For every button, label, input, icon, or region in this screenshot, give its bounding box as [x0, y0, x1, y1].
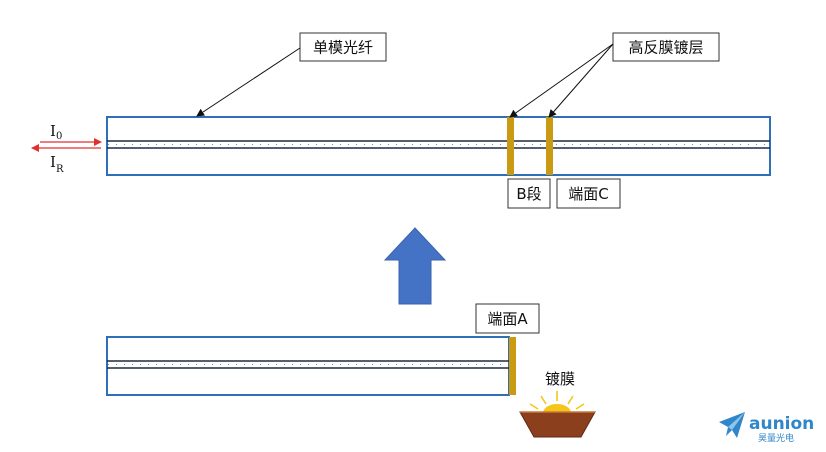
bottom-fiber-cladding: [106, 336, 510, 396]
segment-b-box: [507, 178, 551, 209]
crucible-icon: [519, 411, 596, 438]
i0-base: I: [50, 122, 56, 140]
fiber-label-box: [299, 32, 387, 62]
hr-label: 高反膜镀层: [628, 39, 703, 57]
end-face-a-coating: [509, 337, 516, 395]
fiber-label: 单模光纤: [313, 39, 373, 57]
hr-coating-c: [546, 117, 553, 175]
hr-coating-b: [507, 117, 514, 175]
bottom-fiber: [106, 336, 516, 396]
hr-label-box: [612, 32, 720, 62]
molten-source-icon: [543, 404, 571, 413]
evaporation-source: [519, 391, 596, 438]
end-face-c-box: [556, 178, 621, 209]
logo-cn: 昊量光电: [758, 432, 794, 444]
aunion-logo: aunion 昊量光电: [719, 412, 814, 444]
end-face-a-box: [475, 303, 540, 334]
logo-name: aunion: [749, 414, 814, 434]
top-fiber-cladding: [106, 116, 771, 176]
end-face-a-label: 端面A: [487, 310, 528, 328]
fiber-pointer: [196, 47, 301, 117]
ir-base: I: [50, 153, 56, 171]
process-up-arrow: [383, 227, 447, 305]
segment-b-label: B段: [516, 185, 541, 203]
callout-hr-coating: 高反膜镀层: [509, 32, 720, 118]
callout-fiber: 单模光纤: [196, 32, 387, 117]
hr-pointer-b: [509, 43, 614, 118]
i0-sub: 0: [56, 131, 62, 142]
top-fiber: [106, 116, 771, 176]
glow-rays-icon: [529, 391, 585, 410]
ir-sub: R: [56, 164, 64, 175]
end-face-c-label: 端面C: [568, 185, 608, 203]
coating-label: 镀膜: [545, 370, 575, 388]
intensity-labels: I 0 I R: [31, 122, 102, 175]
hr-pointer-c: [548, 43, 614, 118]
segment-labels: B段 端面C: [507, 178, 621, 209]
